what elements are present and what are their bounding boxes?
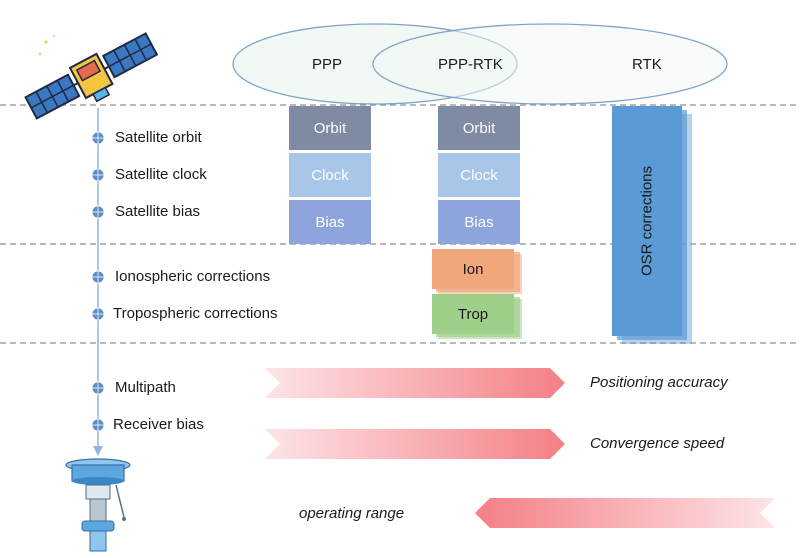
ppp-rtk-bias-box: Bias xyxy=(438,200,520,244)
rtk-ellipse xyxy=(372,23,728,105)
satellite-icon xyxy=(24,32,159,120)
metric-positioning-accuracy: Positioning accuracy xyxy=(590,374,728,391)
method-ppp-rtk-label: PPP-RTK xyxy=(438,56,503,73)
ppp-orbit-box: Orbit xyxy=(289,106,371,150)
rtk-osr-label: OSR corrections xyxy=(638,165,656,277)
accuracy-arrow xyxy=(265,368,565,398)
error-ionospheric: Ionospheric corrections xyxy=(115,268,271,285)
bullet-icon xyxy=(91,205,105,219)
ppp-rtk-clock-box: Clock xyxy=(438,153,520,197)
error-tropospheric: Tropospheric corrections xyxy=(113,305,278,322)
method-ppp-label: PPP xyxy=(312,56,343,73)
ppp-clock-box: Clock xyxy=(289,153,371,197)
bullet-icon xyxy=(91,381,105,395)
method-rtk-label: RTK xyxy=(632,56,662,73)
error-satellite-orbit: Satellite orbit xyxy=(115,129,202,146)
error-multipath: Multipath xyxy=(115,379,176,396)
error-satellite-bias: Satellite bias xyxy=(115,203,201,220)
metric-operating-range: operating range xyxy=(299,505,405,522)
ppp-rtk-ion-box: Ion xyxy=(432,249,514,289)
gnss-receiver-icon xyxy=(65,458,131,552)
bullet-icon xyxy=(91,418,105,432)
metric-convergence-speed: Convergence speed xyxy=(590,435,725,452)
bullet-icon xyxy=(91,270,105,284)
range-arrow xyxy=(475,498,775,528)
bullet-icon xyxy=(91,131,105,145)
ppp-bias-box: Bias xyxy=(289,200,371,244)
ppp-rtk-trop-box: Trop xyxy=(432,294,514,334)
bullet-icon xyxy=(91,168,105,182)
error-chain-arrowhead xyxy=(93,446,103,456)
convergence-arrow xyxy=(265,429,565,459)
error-receiver-bias: Receiver bias xyxy=(113,416,204,433)
bullet-icon xyxy=(91,307,105,321)
rtk-osr-box: OSR corrections xyxy=(612,106,682,336)
ppp-rtk-orbit-box: Orbit xyxy=(438,106,520,150)
error-satellite-clock: Satellite clock xyxy=(115,166,207,183)
